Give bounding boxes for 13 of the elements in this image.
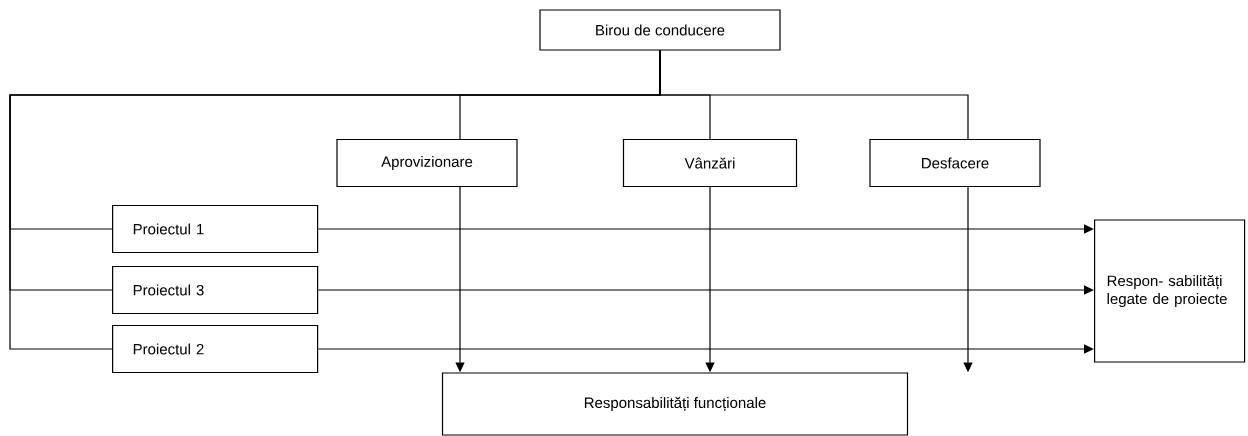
department-box: Aprovizionare [336, 138, 518, 188]
management-box: Birou de conducere [539, 9, 781, 51]
project-box: Proiectul 1 [112, 204, 319, 254]
responsibility-box: Responsabilități funcționale [441, 372, 909, 436]
arrow [317, 224, 1094, 234]
project-box: Proiectul 2 [112, 324, 319, 374]
project-box: Proiectul 3 [112, 265, 319, 315]
department-box: Desfacere [869, 138, 1041, 188]
department-box: Vânzări [622, 138, 798, 188]
connector-line [9, 50, 661, 350]
arrow [317, 344, 1094, 354]
responsibility-box: Respon- sabilități legate de proiecte [1094, 219, 1246, 363]
arrow [317, 285, 1094, 295]
